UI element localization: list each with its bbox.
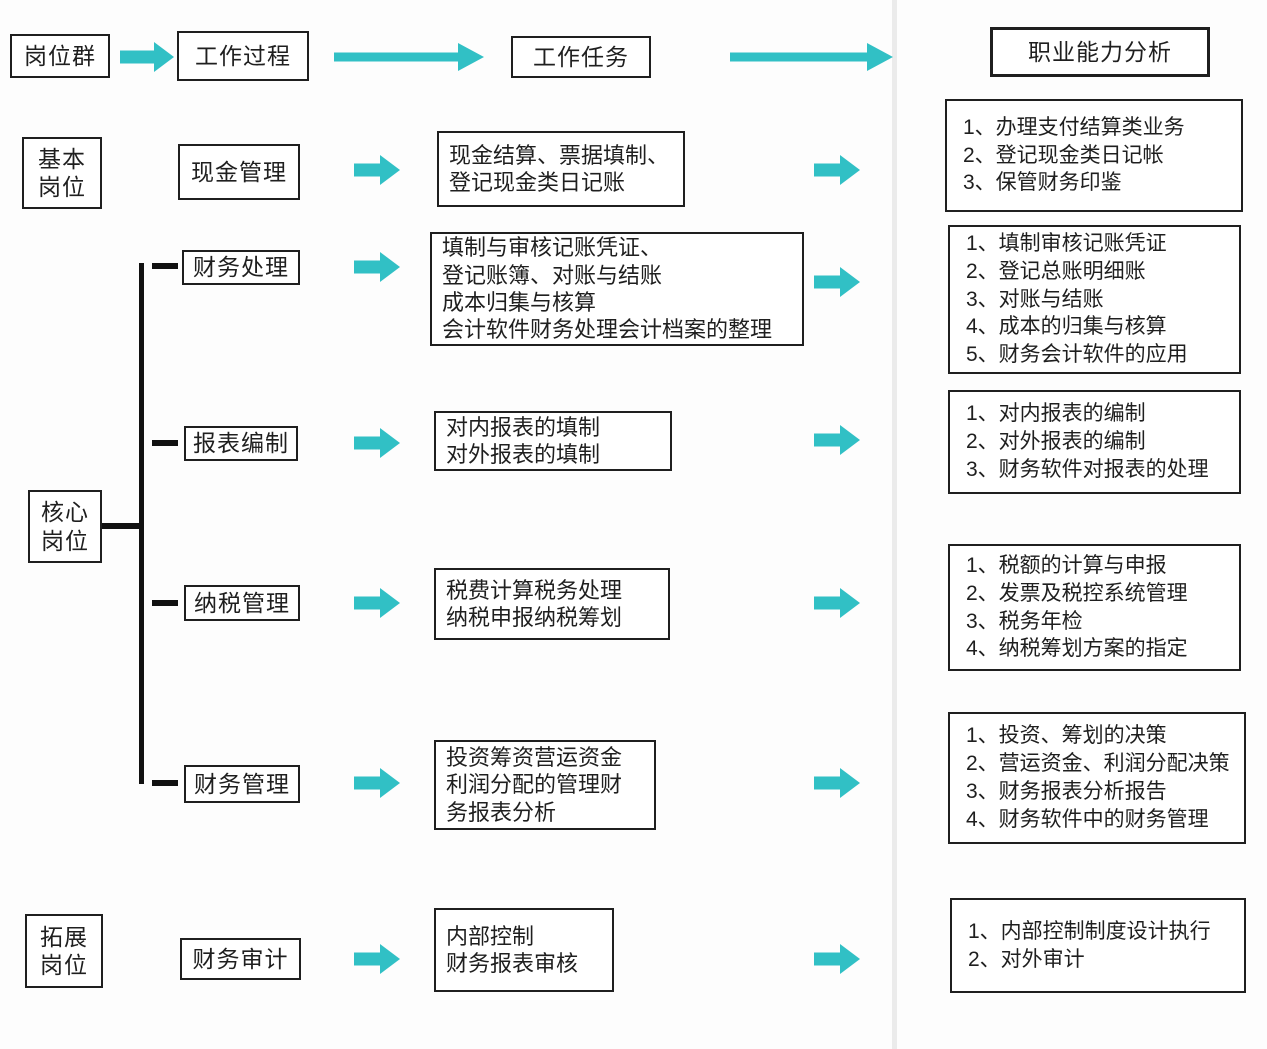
task-cash-management: 现金结算、票据填制、 登记现金类日记账: [437, 131, 685, 207]
task-report-preparation: 对内报表的填制 对外报表的填制: [434, 411, 672, 471]
header-work-process: 工作过程: [177, 31, 309, 81]
task-line: 务报表分析: [446, 799, 557, 825]
ability-item: 3、财务报表分析报告: [966, 780, 1167, 803]
ability-item: 4、成本的归集与核算: [966, 315, 1167, 339]
group-extend-line1: 拓展: [40, 923, 88, 950]
abilities-cash-management: 1、办理支付结算类业务 2、登记现金类日记帐 3、保管财务印鉴: [945, 99, 1243, 212]
ability-item: 2、对外审计: [968, 947, 1085, 971]
ability-item: 1、对内报表的编制: [966, 402, 1146, 426]
process-financial-audit-label: 财务审计: [192, 945, 289, 972]
task-line: 对外报表的填制: [446, 442, 601, 467]
arrow-right-icon: [814, 155, 860, 185]
task-line: 会计软件财务处理会计档案的整理: [442, 317, 773, 343]
arrow-right-icon: [120, 42, 174, 72]
task-line: 财务报表审核: [446, 951, 579, 976]
header-work-process-label: 工作过程: [195, 42, 291, 69]
arrow-right-icon: [354, 944, 400, 974]
abilities-financial-audit: 1、内部控制制度设计执行 2、对外审计: [950, 898, 1246, 993]
process-cash-management-label: 现金管理: [191, 158, 287, 185]
ability-item: 5、财务会计软件的应用: [966, 343, 1188, 367]
task-line: 内部控制: [446, 923, 535, 949]
task-financial-management: 投资筹资营运资金 利润分配的管理财 务报表分析: [434, 740, 656, 830]
arrow-right-icon: [814, 588, 860, 618]
process-report-preparation-label: 报表编制: [193, 430, 289, 457]
task-line: 税费计算税务处理: [446, 577, 623, 603]
process-report-preparation: 报表编制: [184, 426, 298, 461]
task-tax-management: 税费计算税务处理 纳税申报纳税筹划: [434, 568, 670, 640]
arrow-right-icon: [334, 43, 484, 71]
arrow-right-icon: [354, 155, 400, 185]
ability-item: 1、填制审核记账凭证: [966, 231, 1167, 255]
process-cash-management: 现金管理: [178, 144, 300, 200]
task-financial-audit: 内部控制 财务报表审核: [434, 908, 614, 992]
process-financial-audit: 财务审计: [180, 938, 301, 980]
task-line: 对内报表的填制: [446, 414, 601, 440]
abilities-financial-processing: 1、填制审核记账凭证 2、登记总账明细账 3、对账与结账 4、成本的归集与核算 …: [948, 225, 1241, 374]
process-financial-processing: 财务处理: [182, 250, 300, 285]
group-extend-position: 拓展 岗位: [25, 914, 103, 988]
group-core-line2: 岗位: [41, 527, 89, 554]
task-line: 成本归集与核算: [442, 290, 597, 315]
header-position-group-label: 岗位群: [24, 42, 96, 69]
ability-item: 2、发票及税控系统管理: [966, 581, 1188, 605]
abilities-financial-management: 1、投资、筹划的决策 2、营运资金、利润分配决策 3、财务报表分析报告 4、财务…: [948, 712, 1246, 844]
ability-item: 1、内部控制制度设计执行: [968, 919, 1211, 943]
ability-item: 2、对外报表的编制: [966, 430, 1146, 454]
core-bracket-tick-2: [152, 440, 178, 446]
process-financial-management-label: 财务管理: [194, 770, 290, 797]
group-core-line1: 核心: [41, 499, 89, 526]
task-line: 登记账簿、对账与结账: [442, 262, 663, 288]
arrow-right-icon: [354, 588, 400, 618]
header-ability-analysis-label: 职业能力分析: [1028, 38, 1172, 65]
ability-item: 4、纳税筹划方案的指定: [966, 637, 1188, 661]
arrow-right-icon: [354, 428, 400, 458]
arrow-right-icon: [814, 768, 860, 798]
group-core-position: 核心 岗位: [28, 490, 102, 563]
core-bracket-connector: [102, 523, 142, 529]
vertical-divider: [892, 0, 897, 1049]
task-line: 利润分配的管理财: [446, 772, 623, 798]
header-ability-analysis: 职业能力分析: [990, 27, 1210, 77]
arrow-right-icon: [354, 768, 400, 798]
group-basic-line1: 基本: [38, 145, 86, 172]
ability-item: 3、税务年检: [966, 609, 1083, 633]
task-line: 投资筹资营运资金: [446, 745, 623, 771]
core-bracket-tick-1: [152, 263, 178, 269]
process-tax-management-label: 纳税管理: [194, 589, 290, 616]
task-line: 纳税申报纳税筹划: [446, 605, 623, 630]
ability-item: 2、登记总账明细账: [966, 259, 1146, 283]
core-bracket-tick-4: [152, 780, 178, 786]
group-basic-line2: 岗位: [38, 174, 86, 200]
arrow-right-icon: [814, 425, 860, 455]
process-financial-processing-label: 财务处理: [193, 254, 289, 281]
task-line: 登记现金类日记账: [449, 170, 626, 195]
group-extend-line2: 岗位: [40, 952, 88, 978]
header-work-task-label: 工作任务: [533, 43, 629, 70]
arrow-right-icon: [354, 252, 400, 282]
ability-item: 3、财务软件对报表的处理: [966, 457, 1209, 481]
core-bracket-tick-3: [152, 600, 178, 606]
arrow-right-icon: [814, 267, 860, 297]
abilities-tax-management: 1、税额的计算与申报 2、发票及税控系统管理 3、税务年检 4、纳税筹划方案的指…: [948, 544, 1241, 671]
arrow-right-icon: [730, 43, 893, 71]
ability-item: 3、对账与结账: [966, 287, 1104, 311]
abilities-report-preparation: 1、对内报表的编制 2、对外报表的编制 3、财务软件对报表的处理: [948, 390, 1241, 494]
ability-item: 1、投资、筹划的决策: [966, 724, 1167, 748]
task-line: 现金结算、票据填制、: [449, 142, 670, 168]
core-bracket-vertical-line: [139, 263, 144, 784]
task-financial-processing: 填制与审核记账凭证、 登记账簿、对账与结账 成本归集与核算 会计软件财务处理会计…: [430, 232, 804, 346]
ability-item: 2、登记现金类日记帐: [963, 143, 1164, 167]
ability-item: 2、营运资金、利润分配决策: [966, 752, 1230, 776]
arrow-right-icon: [814, 944, 860, 974]
ability-item: 3、保管财务印鉴: [963, 171, 1122, 195]
ability-item: 1、税额的计算与申报: [966, 553, 1167, 577]
header-position-group: 岗位群: [10, 34, 110, 78]
process-tax-management: 纳税管理: [184, 585, 300, 621]
task-line: 填制与审核记账凭证、: [442, 235, 663, 261]
header-work-task: 工作任务: [511, 36, 651, 78]
process-financial-management: 财务管理: [184, 765, 300, 803]
ability-item: 4、财务软件中的财务管理: [966, 807, 1209, 831]
ability-item: 1、办理支付结算类业务: [963, 115, 1185, 139]
group-basic-position: 基本 岗位: [22, 137, 102, 209]
